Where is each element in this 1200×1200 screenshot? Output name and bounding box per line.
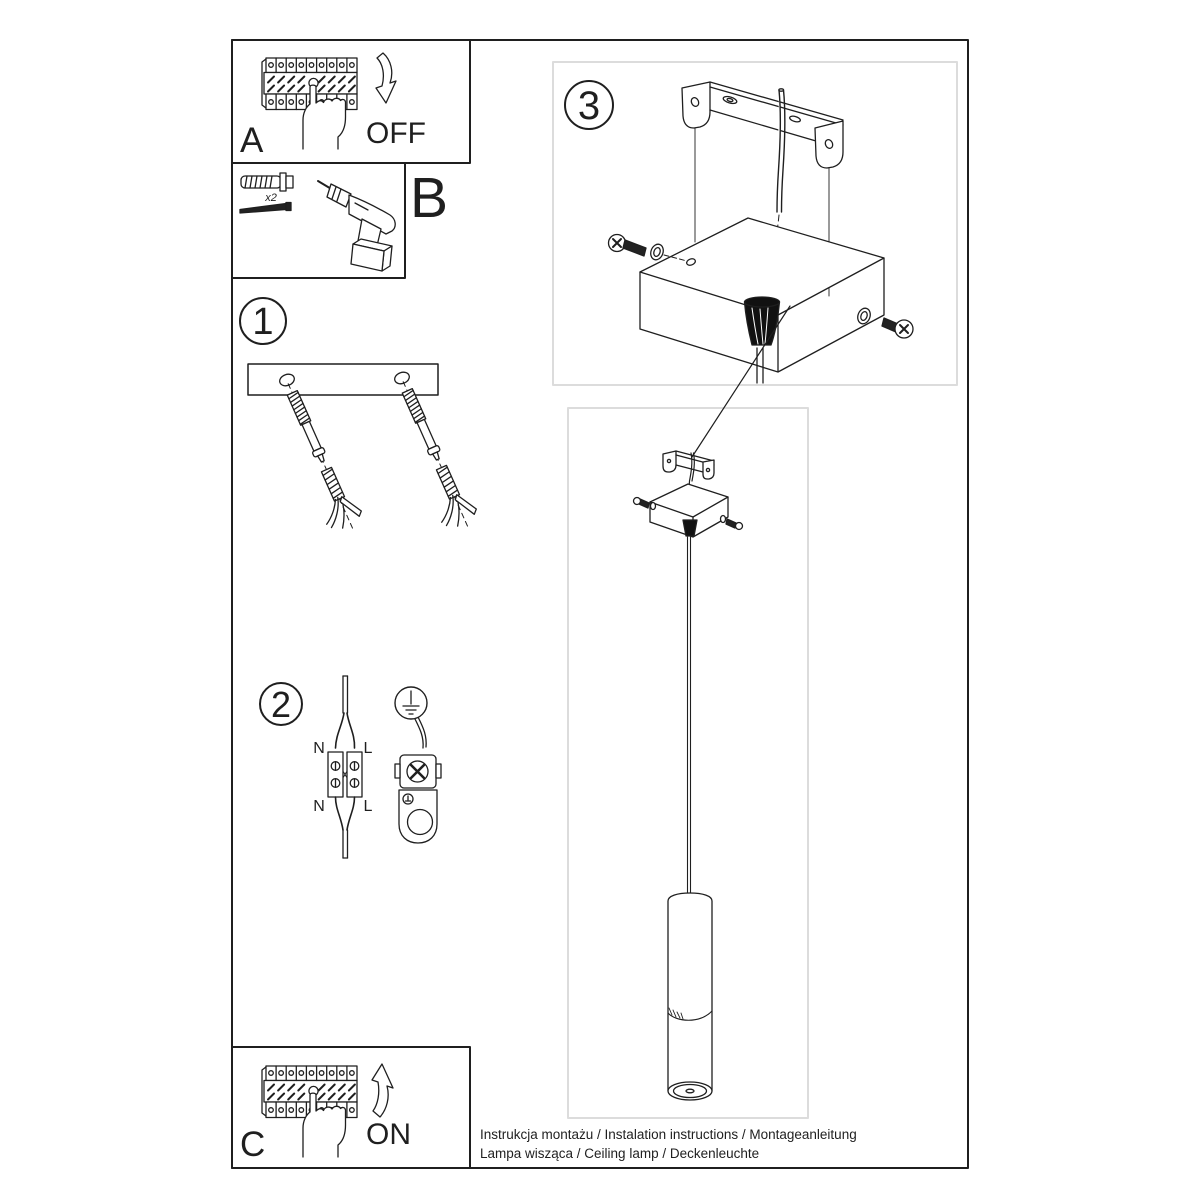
panel-a: A OFF bbox=[231, 39, 471, 164]
panel-c: C ON bbox=[231, 1046, 471, 1169]
mounting-strip bbox=[247, 363, 439, 396]
footer-line1: Instrukcja montażu / Instalation instruc… bbox=[480, 1127, 857, 1142]
screw-washer-right bbox=[857, 307, 914, 339]
on-label: ON bbox=[366, 1118, 411, 1151]
strip-hole-right bbox=[394, 371, 410, 385]
page-border bbox=[231, 39, 969, 1169]
step-a-label: A bbox=[240, 121, 264, 160]
step-1-label: 1 bbox=[252, 301, 273, 343]
pendant-tube bbox=[667, 892, 713, 1101]
quantity-label: x2 bbox=[264, 192, 277, 204]
wire-n-label-bottom: N bbox=[313, 798, 325, 815]
off-label: OFF bbox=[366, 117, 426, 150]
terminal-block-icon bbox=[327, 675, 363, 859]
step-3-label: 3 bbox=[578, 84, 600, 128]
panel-3-frame bbox=[552, 61, 958, 386]
strip-hole-left bbox=[279, 373, 295, 387]
pendant-canopy-assembly bbox=[632, 450, 744, 538]
pendant-cable bbox=[686, 536, 692, 894]
pendant-frame bbox=[567, 407, 809, 1119]
step-c-label: C bbox=[240, 1125, 265, 1164]
footer-line2: Lampa wisząca / Ceiling lamp / Deckenleu… bbox=[480, 1146, 759, 1161]
wire-n-label-top: N bbox=[313, 740, 325, 757]
screw-icon bbox=[239, 201, 292, 214]
ground-symbol-icon bbox=[394, 686, 428, 720]
leader-line bbox=[691, 305, 791, 458]
step-b-label: B bbox=[410, 166, 448, 230]
drill-icon bbox=[317, 180, 396, 272]
step-1: 1 bbox=[239, 297, 484, 542]
ground-clamp-icon bbox=[394, 717, 442, 844]
wire-l-label-top: L bbox=[364, 740, 373, 757]
step-2-badge bbox=[259, 682, 303, 726]
step-1-badge bbox=[239, 297, 287, 345]
arrow-down-icon bbox=[375, 52, 397, 104]
wall-plug-icon bbox=[240, 172, 294, 192]
ceiling-bracket bbox=[681, 81, 844, 169]
step-3-badge bbox=[564, 80, 614, 130]
canopy bbox=[639, 217, 885, 373]
step-2-label: 2 bbox=[271, 684, 291, 725]
screw-washer-left bbox=[607, 233, 688, 262]
wire-l-label-bottom: L bbox=[364, 798, 373, 815]
panel-3: 3 bbox=[552, 61, 958, 386]
arrow-up-icon bbox=[371, 1063, 394, 1118]
step-2: 2 N L N L bbox=[259, 675, 442, 859]
strain-relief-cone bbox=[743, 296, 781, 384]
pendant-view bbox=[567, 407, 809, 1119]
panel-b: x2 B bbox=[231, 162, 448, 279]
screw-anchor-assembly bbox=[267, 376, 369, 542]
screw-anchor-assembly bbox=[382, 374, 484, 540]
footer: Instrukcja montażu / Instalation instruc… bbox=[480, 1127, 857, 1161]
